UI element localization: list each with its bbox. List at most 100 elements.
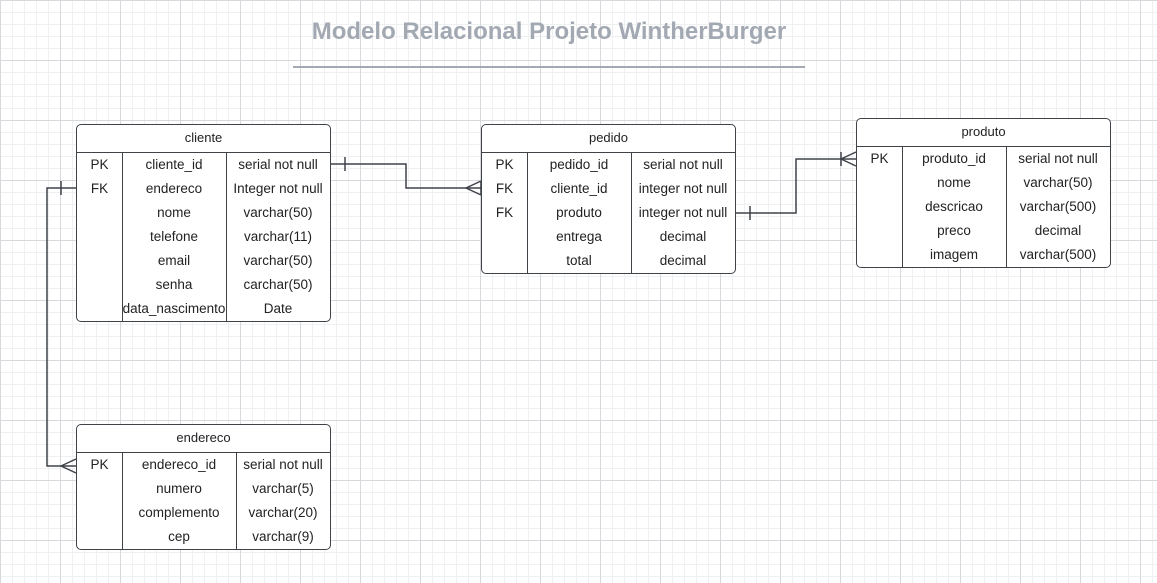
- field-cell: entrega: [556, 229, 602, 244]
- field-cell: endereco: [145, 181, 203, 196]
- type-cell: varchar(500): [1019, 199, 1097, 214]
- field-cell: produto_id: [922, 151, 986, 166]
- field-cell: cep: [168, 529, 190, 544]
- field-cell: email: [157, 253, 191, 268]
- type-cell: decimal: [659, 253, 707, 268]
- table-row: nome varchar(50): [77, 201, 330, 225]
- key-cell: [77, 201, 122, 225]
- field-cell: data_nascimento: [122, 301, 226, 316]
- column-divider: [527, 153, 528, 273]
- table-row: PK endereco_id serial not null: [77, 453, 330, 477]
- field-cell: nome: [937, 175, 971, 190]
- entity-endereco[interactable]: endereco PK endereco_id serial not null nu…: [76, 424, 331, 550]
- table-row: cep varchar(9): [77, 525, 330, 549]
- table-row: FK endereco Integer not null: [77, 177, 330, 201]
- key-cell: [77, 501, 122, 525]
- field-cell: telefone: [149, 229, 199, 244]
- key-cell: [77, 297, 122, 321]
- table-row: PK produto_id serial not null: [857, 147, 1110, 171]
- key-cell: [77, 525, 122, 549]
- entity-produto-title: produto: [857, 119, 1110, 147]
- type-cell: varchar(11): [243, 229, 313, 244]
- type-cell: decimal: [659, 229, 707, 244]
- connector-pedido-produto: [736, 158, 856, 214]
- field-cell: total: [566, 253, 592, 268]
- type-cell: varchar(5): [252, 481, 314, 496]
- table-row: entrega decimal: [482, 225, 735, 249]
- column-divider: [122, 453, 123, 549]
- type-cell: varchar(50): [1023, 175, 1093, 190]
- field-cell: cliente_id: [550, 181, 608, 196]
- key-cell: FK: [495, 181, 514, 196]
- type-cell: serial not null: [243, 457, 323, 472]
- table-row: total decimal: [482, 249, 735, 273]
- field-cell: preco: [937, 223, 971, 238]
- entity-endereco-title: endereco: [77, 425, 330, 453]
- field-cell: cliente_id: [145, 157, 203, 172]
- table-row: nome varchar(50): [857, 171, 1110, 195]
- field-cell: imagem: [929, 247, 978, 262]
- type-cell: varchar(50): [243, 205, 313, 220]
- field-cell: endereco_id: [141, 457, 217, 472]
- table-row: data_nascimento Date: [77, 297, 330, 321]
- key-cell: PK: [90, 157, 109, 172]
- connector-cliente-endereco: [46, 187, 76, 467]
- column-divider: [631, 153, 632, 273]
- field-cell: senha: [155, 277, 193, 292]
- key-cell: [77, 249, 122, 273]
- entity-cliente[interactable]: cliente PK cliente_id serial not null FK en…: [76, 124, 331, 322]
- field-cell: pedido_id: [549, 157, 609, 172]
- crowsfoot-upper-endereco: [60, 458, 77, 467]
- column-divider: [1006, 147, 1007, 267]
- type-cell: serial not null: [238, 157, 318, 172]
- table-row: senha carchar(50): [77, 273, 330, 297]
- key-cell: [77, 225, 122, 249]
- connector-cliente-pedido: [331, 163, 481, 189]
- field-cell: complemento: [138, 505, 220, 520]
- type-cell: serial not null: [643, 157, 723, 172]
- entity-cliente-title: cliente: [77, 125, 330, 153]
- type-cell: varchar(20): [248, 505, 318, 520]
- table-row: PK cliente_id serial not null: [77, 153, 330, 177]
- key-cell: [857, 243, 902, 267]
- crowsfoot-lower-endereco: [60, 465, 77, 474]
- key-cell: [857, 195, 902, 219]
- crowsfoot-upper-produto: [840, 151, 857, 160]
- key-cell: [482, 249, 527, 273]
- column-divider: [122, 153, 123, 321]
- entity-produto-body: PK produto_id serial not null nome varchar(…: [857, 147, 1110, 267]
- type-cell: varchar(9): [252, 529, 314, 544]
- type-cell: Date: [263, 301, 293, 316]
- type-cell: integer not null: [638, 205, 728, 220]
- entity-produto[interactable]: produto PK produto_id serial not null nome…: [856, 118, 1111, 268]
- entity-pedido[interactable]: pedido PK pedido_id serial not null FK clie…: [481, 124, 736, 274]
- type-cell: carchar(50): [243, 277, 313, 292]
- type-cell: serial not null: [1018, 151, 1098, 166]
- field-cell: numero: [156, 481, 202, 496]
- column-divider: [902, 147, 903, 267]
- table-row: numero varchar(5): [77, 477, 330, 501]
- key-cell: [77, 477, 122, 501]
- key-cell: FK: [90, 181, 109, 196]
- type-cell: Integer not null: [233, 181, 323, 196]
- entity-cliente-body: PK cliente_id serial not null FK endereco In…: [77, 153, 330, 321]
- field-cell: produto: [556, 205, 602, 220]
- key-cell: PK: [90, 457, 109, 472]
- column-divider: [236, 453, 237, 549]
- key-cell: PK: [870, 151, 889, 166]
- table-row: telefone varchar(11): [77, 225, 330, 249]
- type-cell: varchar(500): [1019, 247, 1097, 262]
- key-cell: [857, 219, 902, 243]
- entity-endereco-body: PK endereco_id serial not null numero varch…: [77, 453, 330, 549]
- key-cell: PK: [495, 157, 514, 172]
- field-cell: nome: [157, 205, 191, 220]
- table-row: PK pedido_id serial not null: [482, 153, 735, 177]
- key-cell: [77, 273, 122, 297]
- entity-pedido-title: pedido: [482, 125, 735, 153]
